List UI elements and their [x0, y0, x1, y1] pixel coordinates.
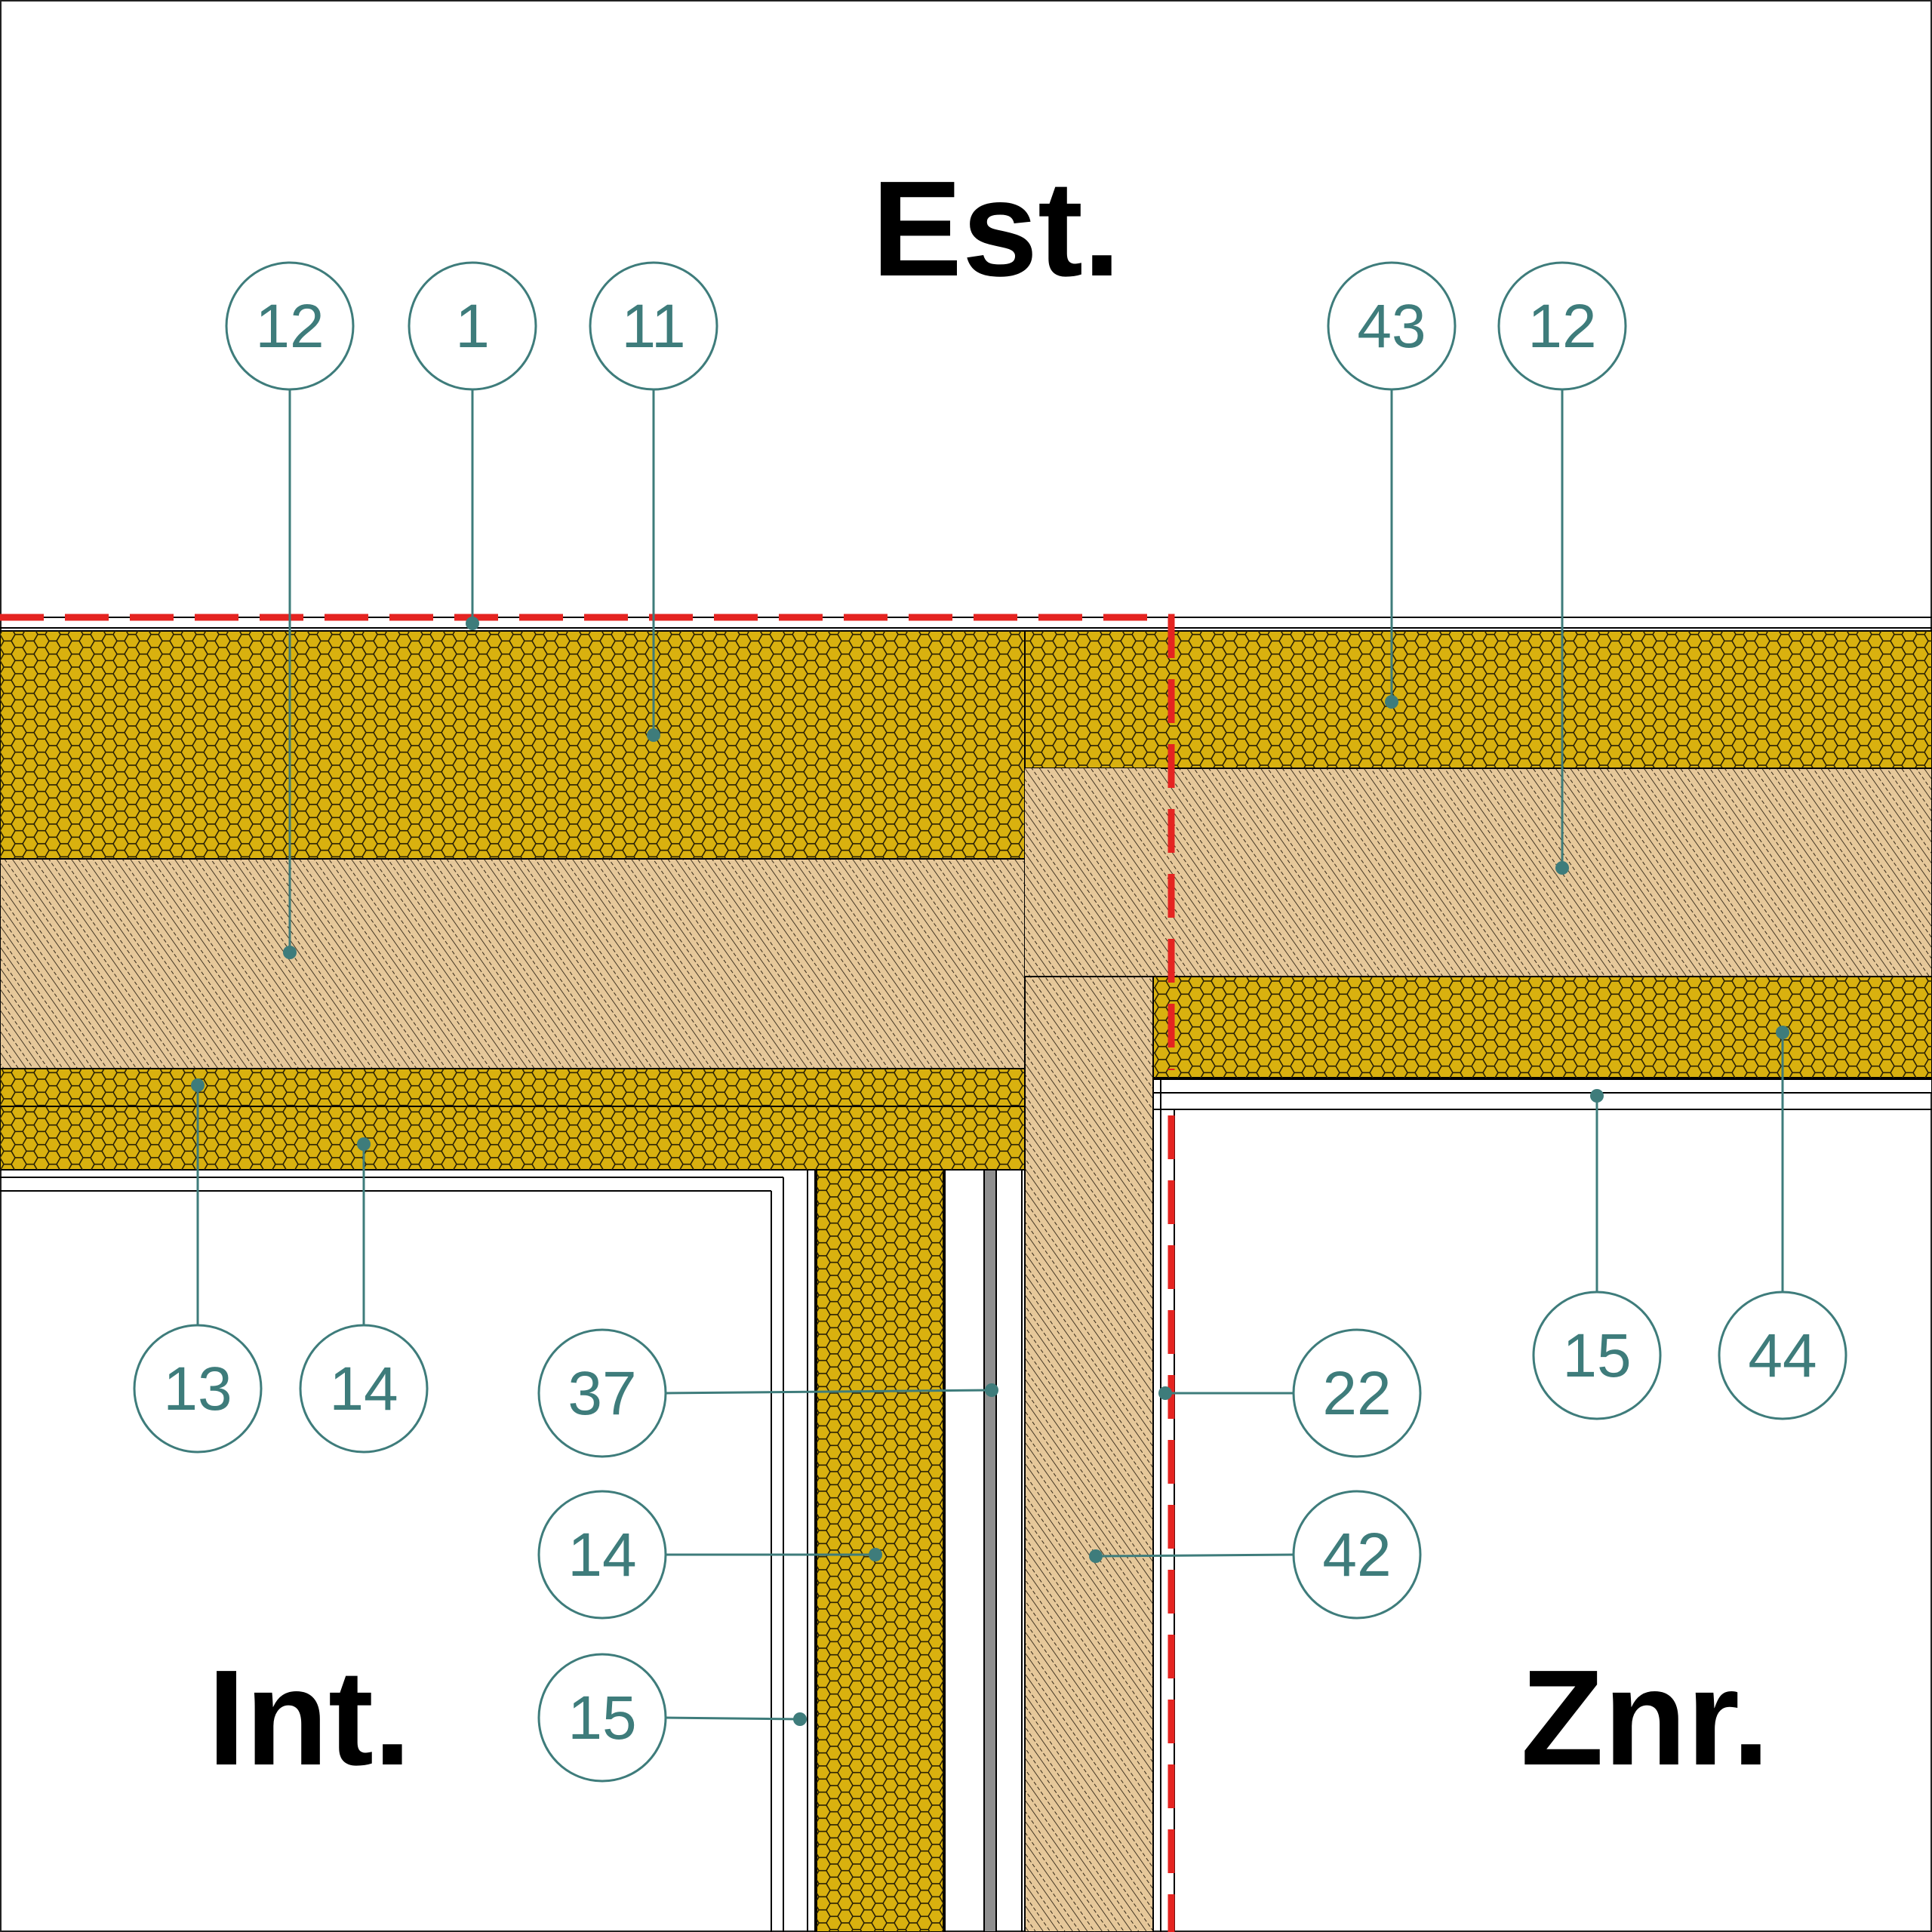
callout-14-mid: 14	[537, 1490, 882, 1620]
callout-22: 22	[1158, 1328, 1422, 1458]
callout-label: 44	[1748, 1321, 1817, 1390]
zone-label-exterior: Est.	[872, 153, 1121, 305]
insulation-hatch	[0, 1069, 1025, 1106]
callout-label: 14	[568, 1521, 636, 1589]
callout-label: 15	[1562, 1321, 1631, 1390]
callout-group: 12 1 11 43 12	[133, 261, 1847, 1783]
insulation-hatch	[1025, 631, 1932, 768]
callout-label: 11	[621, 292, 685, 361]
insulation-hatch	[0, 631, 1025, 859]
callout-15-left: 15	[537, 1653, 807, 1783]
airtight-line	[0, 614, 1175, 1070]
vapour-membrane-37	[983, 1169, 997, 1932]
ceiling-board-15-right	[1152, 1078, 1932, 1094]
zone-label-unheated: Znr.	[1521, 1642, 1770, 1794]
callout-label: 12	[1527, 292, 1596, 361]
callout-14-left: 14	[299, 1137, 429, 1454]
callout-label: 22	[1322, 1359, 1391, 1428]
callout-12-right: 12	[1497, 261, 1627, 875]
callout-13: 13	[133, 1078, 263, 1454]
timber-hatch	[1025, 768, 1932, 977]
callout-11: 11	[589, 261, 718, 742]
zone-label-interior: Int.	[208, 1642, 411, 1794]
callout-12-top: 12	[225, 261, 355, 959]
callout-1: 1	[408, 261, 537, 630]
callout-43: 43	[1327, 261, 1457, 709]
callout-label: 14	[329, 1355, 398, 1423]
callout-label: 12	[255, 292, 324, 361]
callout-label: 43	[1357, 292, 1426, 361]
insulation-hatch	[1153, 977, 1932, 1078]
callout-44: 44	[1718, 1026, 1847, 1420]
callout-label: 37	[568, 1359, 636, 1428]
callout-label: 42	[1322, 1521, 1391, 1589]
callout-label: 15	[568, 1684, 636, 1752]
callout-15-right: 15	[1532, 1089, 1662, 1420]
callout-42: 42	[1089, 1490, 1422, 1620]
callout-label: 13	[163, 1355, 232, 1423]
timber-hatch	[1025, 768, 1161, 977]
callout-label: 1	[455, 292, 490, 361]
insulation-hatch	[0, 1106, 1025, 1170]
timber-hatch	[1025, 977, 1153, 1932]
callout-37: 37	[537, 1328, 998, 1458]
timber-hatch	[0, 859, 1025, 1069]
